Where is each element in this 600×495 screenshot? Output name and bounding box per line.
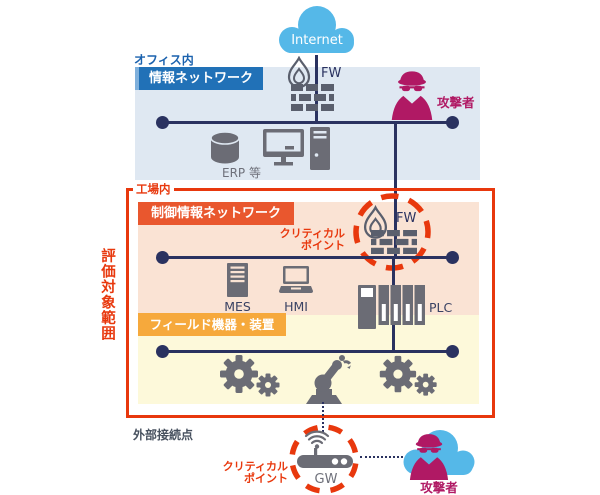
gears-right-icon <box>375 355 440 397</box>
factory-area-label: 工場内 <box>133 181 174 197</box>
field-equipment-title: フィールド機器・装置 <box>138 313 286 336</box>
internet-label: Internet <box>291 33 343 48</box>
factory-critical-label: クリティカル ポイント <box>279 227 345 252</box>
office-firewall-bricks-icon <box>291 84 334 111</box>
gw-label: GW <box>314 472 338 487</box>
link-gw-attacker <box>360 456 403 458</box>
factory-bus1-right-node <box>446 251 459 264</box>
gw-critical-label: クリティカル ポイント <box>222 460 288 485</box>
gears-left-icon <box>215 355 283 397</box>
factory-control-bus <box>162 256 452 259</box>
external-attacker-icon <box>407 430 451 480</box>
mes-server-icon <box>227 263 248 297</box>
hmi-laptop-icon <box>279 266 313 294</box>
office-bus-left-node <box>156 116 169 129</box>
mes-label: MES <box>224 299 251 314</box>
factory-network-title: 制御情報ネットワーク <box>138 202 294 225</box>
office-attacker-icon <box>389 67 435 120</box>
field-bus-right-node <box>446 345 459 358</box>
internet-cloud-icon <box>272 3 362 59</box>
gw-critical-circle <box>288 423 360 495</box>
office-fw-label: FW <box>321 66 342 81</box>
plc-label: PLC <box>429 300 453 315</box>
factory-firewall-bricks-icon <box>371 230 417 254</box>
link-robot-gw <box>322 402 324 432</box>
office-network-title: 情報ネットワーク <box>135 67 263 90</box>
office-attacker-label: 攻撃者 <box>437 95 475 110</box>
wifi-icon <box>304 429 330 449</box>
evaluation-scope-label: 評価対象範囲 <box>99 248 115 341</box>
office-network-bus <box>162 121 452 124</box>
factory-bus1-left-node <box>156 251 169 264</box>
factory-critical-circle <box>351 191 433 273</box>
field-bus <box>162 350 452 353</box>
hmi-label: HMI <box>284 299 308 314</box>
field-bus-left-node <box>156 345 169 358</box>
gateway-router-icon <box>297 448 353 468</box>
factory-fw-label: FW <box>396 211 417 226</box>
external-attacker-label: 攻撃者 <box>420 480 458 495</box>
erp-database-icon <box>210 131 240 164</box>
desktop-tower-icon <box>310 127 330 170</box>
desktop-monitor-icon <box>263 129 308 170</box>
link-office-factory <box>394 124 397 259</box>
robot-arm-icon <box>300 354 352 404</box>
erp-label: ERP 等 <box>222 166 261 180</box>
plc-icon <box>358 284 426 339</box>
external-point-label: 外部接続点 <box>133 428 194 442</box>
office-area-label: オフィス内 <box>134 53 194 67</box>
evaluation-scope-box <box>126 188 495 418</box>
office-bus-right-node <box>446 116 459 129</box>
